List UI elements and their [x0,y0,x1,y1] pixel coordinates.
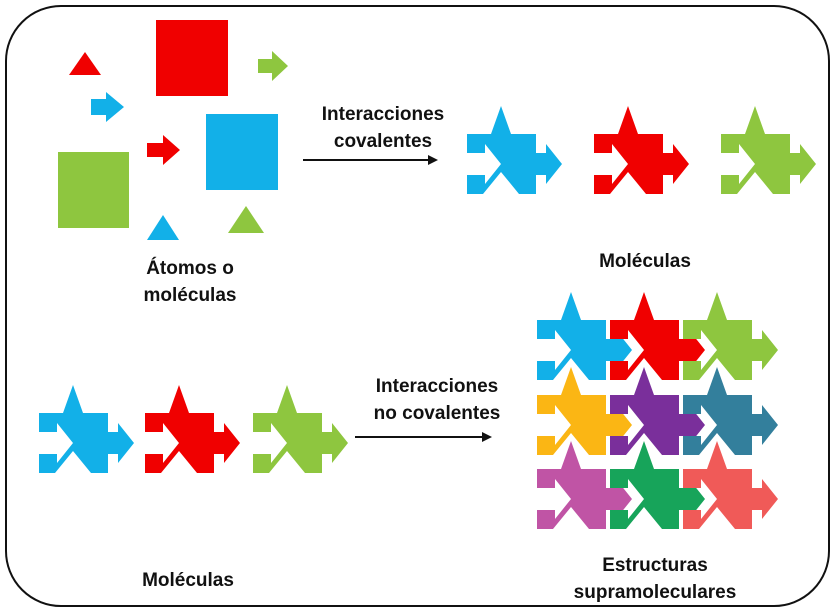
red-square [156,20,228,96]
blue-arrow [91,92,124,122]
green-triangle [228,206,264,233]
molecules-top-label: Moléculas [599,251,691,272]
atoms-label: Átomos o moléculas [143,258,237,306]
blue-square [206,114,278,190]
atoms-group [58,20,288,240]
green-arrow [258,51,288,81]
noncovalent-arrow [355,432,492,442]
noncovalent-label: Interacciones no covalentes [373,376,501,424]
molecules-bottom-label: Moléculas [142,570,234,591]
supramolecular-label: Estructuras supramoleculares [573,555,737,603]
red-triangle [69,52,101,75]
blue-triangle [147,215,179,240]
green-square [58,152,129,228]
covalent-arrow [303,155,438,165]
red-arrow [147,135,180,165]
covalent-label: Interacciones covalentes [321,104,445,152]
supramolecular-structure [537,292,778,529]
